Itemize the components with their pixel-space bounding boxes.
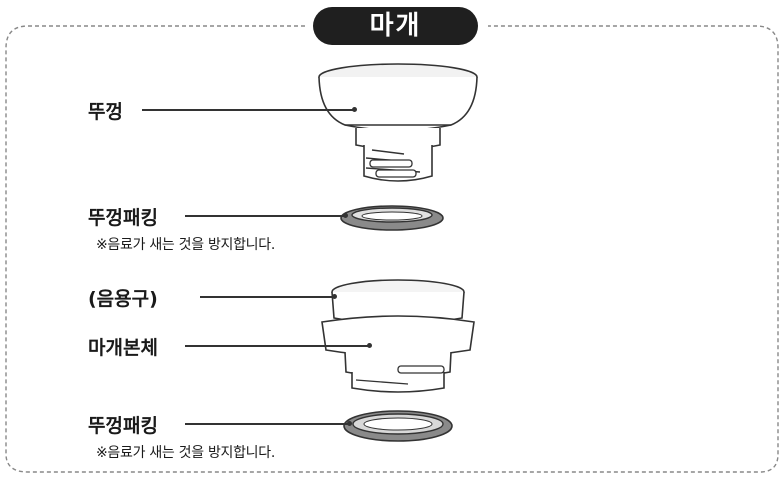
body-gasket-note: ※음료가 새는 것을 방지합니다. [96,445,275,461]
body-gasket-leader-dot [347,421,352,426]
lid-leader-line [142,109,354,111]
spout-leader-line [200,296,334,298]
lid-gasket-note: ※음료가 새는 것을 방지합니다. [96,237,275,253]
lid-gasket-leader-dot [343,213,348,218]
lid-leader-dot [352,107,357,112]
lid-label: 뚜껑 [88,101,123,123]
spout-leader-dot [332,294,337,299]
lid-gasket-label: 뚜껑패킹 [88,207,158,229]
spout-label: (음용구) [88,288,158,310]
stopper-body-leader-dot [367,343,372,348]
body-gasket-leader-line [185,423,349,425]
body-gasket-label: 뚜껑패킹 [88,415,158,437]
stopper-body-label: 마개본체 [88,337,158,359]
stopper-body-leader-line [185,345,369,347]
section-title: 마개 [313,7,478,45]
lid-gasket-leader-line [185,215,345,217]
